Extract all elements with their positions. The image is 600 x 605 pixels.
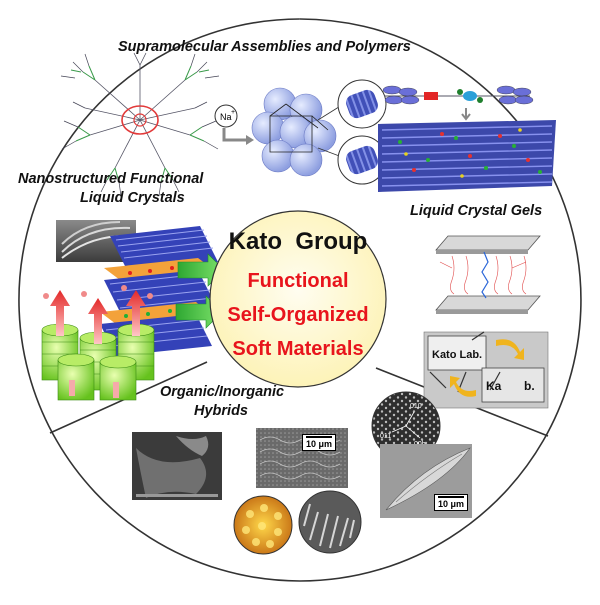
ion-charge: + [231, 109, 235, 116]
section-label-lc-gels: Liquid Crystal Gels [410, 203, 543, 219]
ion-label: Na [220, 112, 232, 122]
center-group-name: Kato Group [228, 228, 368, 255]
scale-bar-middle-line [306, 436, 333, 438]
zoom-circle-upper [337, 79, 387, 129]
spindle-crystal-image [380, 444, 472, 518]
afm-image [233, 495, 293, 555]
lab-sign-right-text-b: b. [524, 379, 535, 393]
sodium-ion: Na + [214, 104, 254, 145]
sphere-cluster [251, 87, 351, 177]
scale-bar-right: 10 μm [434, 494, 469, 511]
polymer-molecule [382, 85, 534, 121]
gel-cell-diagram [435, 235, 541, 314]
layered-lc-stack [100, 226, 218, 356]
section-label-liquid-crystals-line2: Liquid Crystals [80, 190, 185, 206]
sem-pillar-image [298, 490, 362, 554]
zoom-circle-lower [337, 135, 387, 185]
section-label-hybrids-line2: Hybrids [194, 403, 248, 419]
fiber-bundle [378, 120, 556, 192]
scale-bar-right-label: 10 μm [438, 499, 465, 509]
center-line-2: Self-Organized [227, 304, 369, 326]
diffraction-label-a: 010 [410, 403, 422, 410]
center-line-1: Functional [247, 270, 349, 292]
diffraction-label-b: 011 [380, 433, 391, 440]
lab-sign-panel: Kato Lab. Ka b. [423, 331, 549, 409]
center-line-3: Soft Materials [232, 338, 364, 360]
center-circle [209, 210, 387, 388]
scale-bar-right-line [438, 496, 465, 498]
ion-transport-arrows [43, 285, 153, 398]
lab-sign-left-text: Kato Lab. [432, 349, 482, 361]
scale-bar-middle: 10 μm [302, 434, 337, 451]
scale-bar-middle-label: 10 μm [306, 439, 333, 449]
dendrimer-molecule [60, 52, 220, 197]
sem-membrane-image [132, 432, 222, 500]
section-label-liquid-crystals-line1: Nanostructured Functional [18, 171, 204, 187]
lab-sign-right-text-a: Ka [486, 379, 502, 393]
section-label-hybrids-line1: Organic/Inorganic [160, 384, 285, 400]
section-label-supramolecular: Supramolecular Assemblies and Polymers [118, 39, 411, 55]
